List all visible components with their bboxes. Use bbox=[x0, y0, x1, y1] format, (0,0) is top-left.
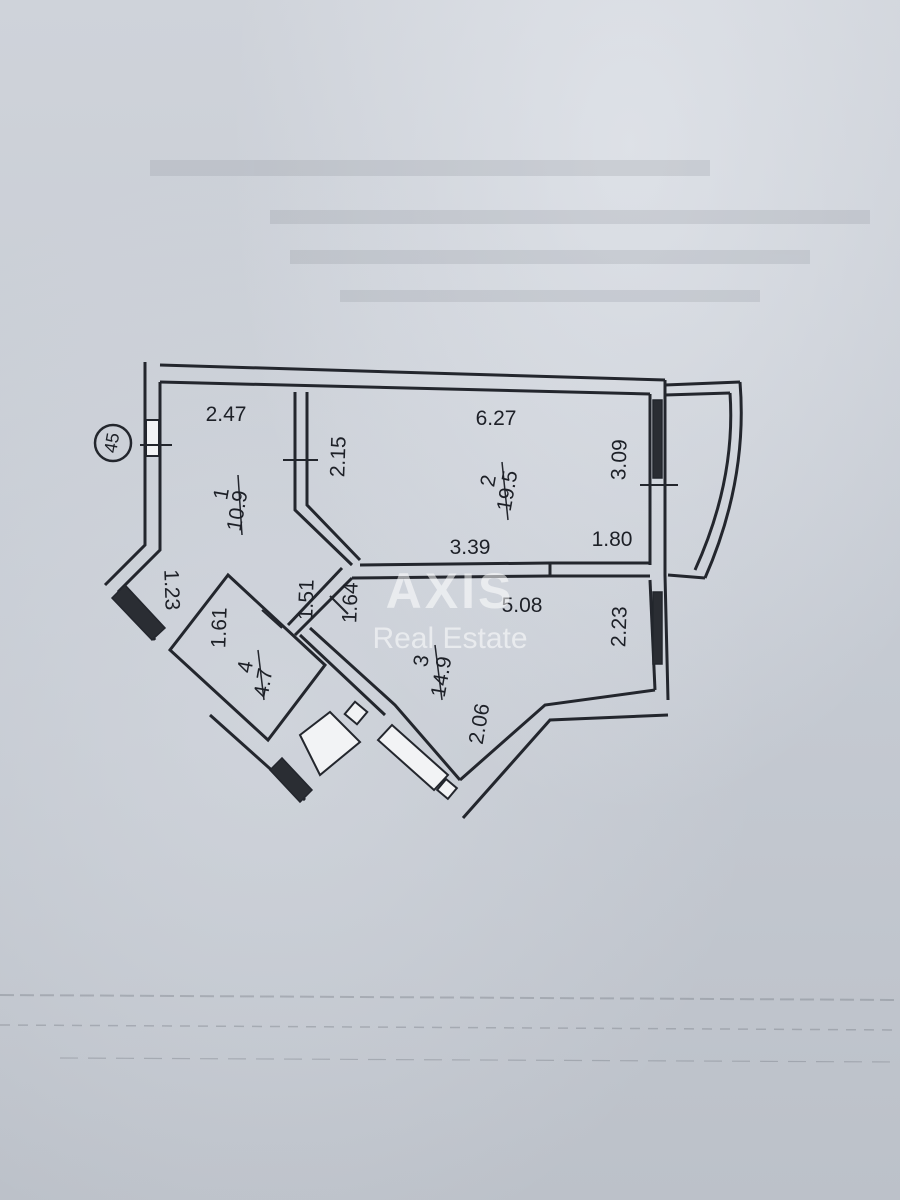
room-4-label: 4 4.7 bbox=[233, 649, 278, 701]
interior-walls bbox=[167, 392, 650, 781]
dimension-ticks bbox=[140, 444, 678, 629]
dim-room2-bottom-right: 1.80 bbox=[592, 528, 633, 551]
dim-room2-top: 6.27 bbox=[476, 407, 517, 430]
dim-room1-diag: 1.51 bbox=[294, 579, 318, 621]
balcony bbox=[664, 380, 743, 580]
room-1-number: 1 bbox=[209, 486, 234, 502]
room-1-label: 1 10.9 bbox=[209, 474, 252, 536]
dim-room3-right: 2.23 bbox=[607, 606, 631, 648]
dim-room3-top: 5.08 bbox=[502, 594, 543, 617]
paper-bleed-through bbox=[150, 160, 870, 302]
watermark-subtitle: Real Estate bbox=[372, 622, 527, 655]
dim-room4-top: 1.61 bbox=[207, 607, 231, 649]
room-4-area: 4.7 bbox=[250, 666, 278, 699]
axis-marker: 45 bbox=[93, 423, 133, 463]
dim-room2-bottom: 3.39 bbox=[450, 536, 491, 559]
paper-fold-lines bbox=[0, 994, 900, 1063]
room-2-label: 2 19.5 bbox=[476, 461, 523, 521]
dim-room2-right: 3.09 bbox=[607, 439, 631, 481]
axis-label: 45 bbox=[100, 431, 123, 454]
dim-room1-top: 2.47 bbox=[206, 403, 247, 426]
room-3-number: 3 bbox=[409, 653, 434, 669]
room-3-label: 3 14.9 bbox=[409, 644, 456, 701]
dim-room3-left: 1.64 bbox=[338, 582, 362, 624]
room-2-area: 19.5 bbox=[493, 469, 523, 513]
watermark: AXIS Real Estate bbox=[372, 563, 527, 655]
dim-room3-bottom: 2.06 bbox=[465, 702, 495, 746]
watermark-title: AXIS bbox=[386, 563, 515, 619]
room-2-number: 2 bbox=[476, 473, 501, 489]
room-4-number: 4 bbox=[233, 659, 258, 675]
windows bbox=[110, 399, 663, 804]
dim-room1-left: 1.23 bbox=[159, 569, 183, 611]
dim-room1-right: 2.15 bbox=[326, 436, 350, 478]
